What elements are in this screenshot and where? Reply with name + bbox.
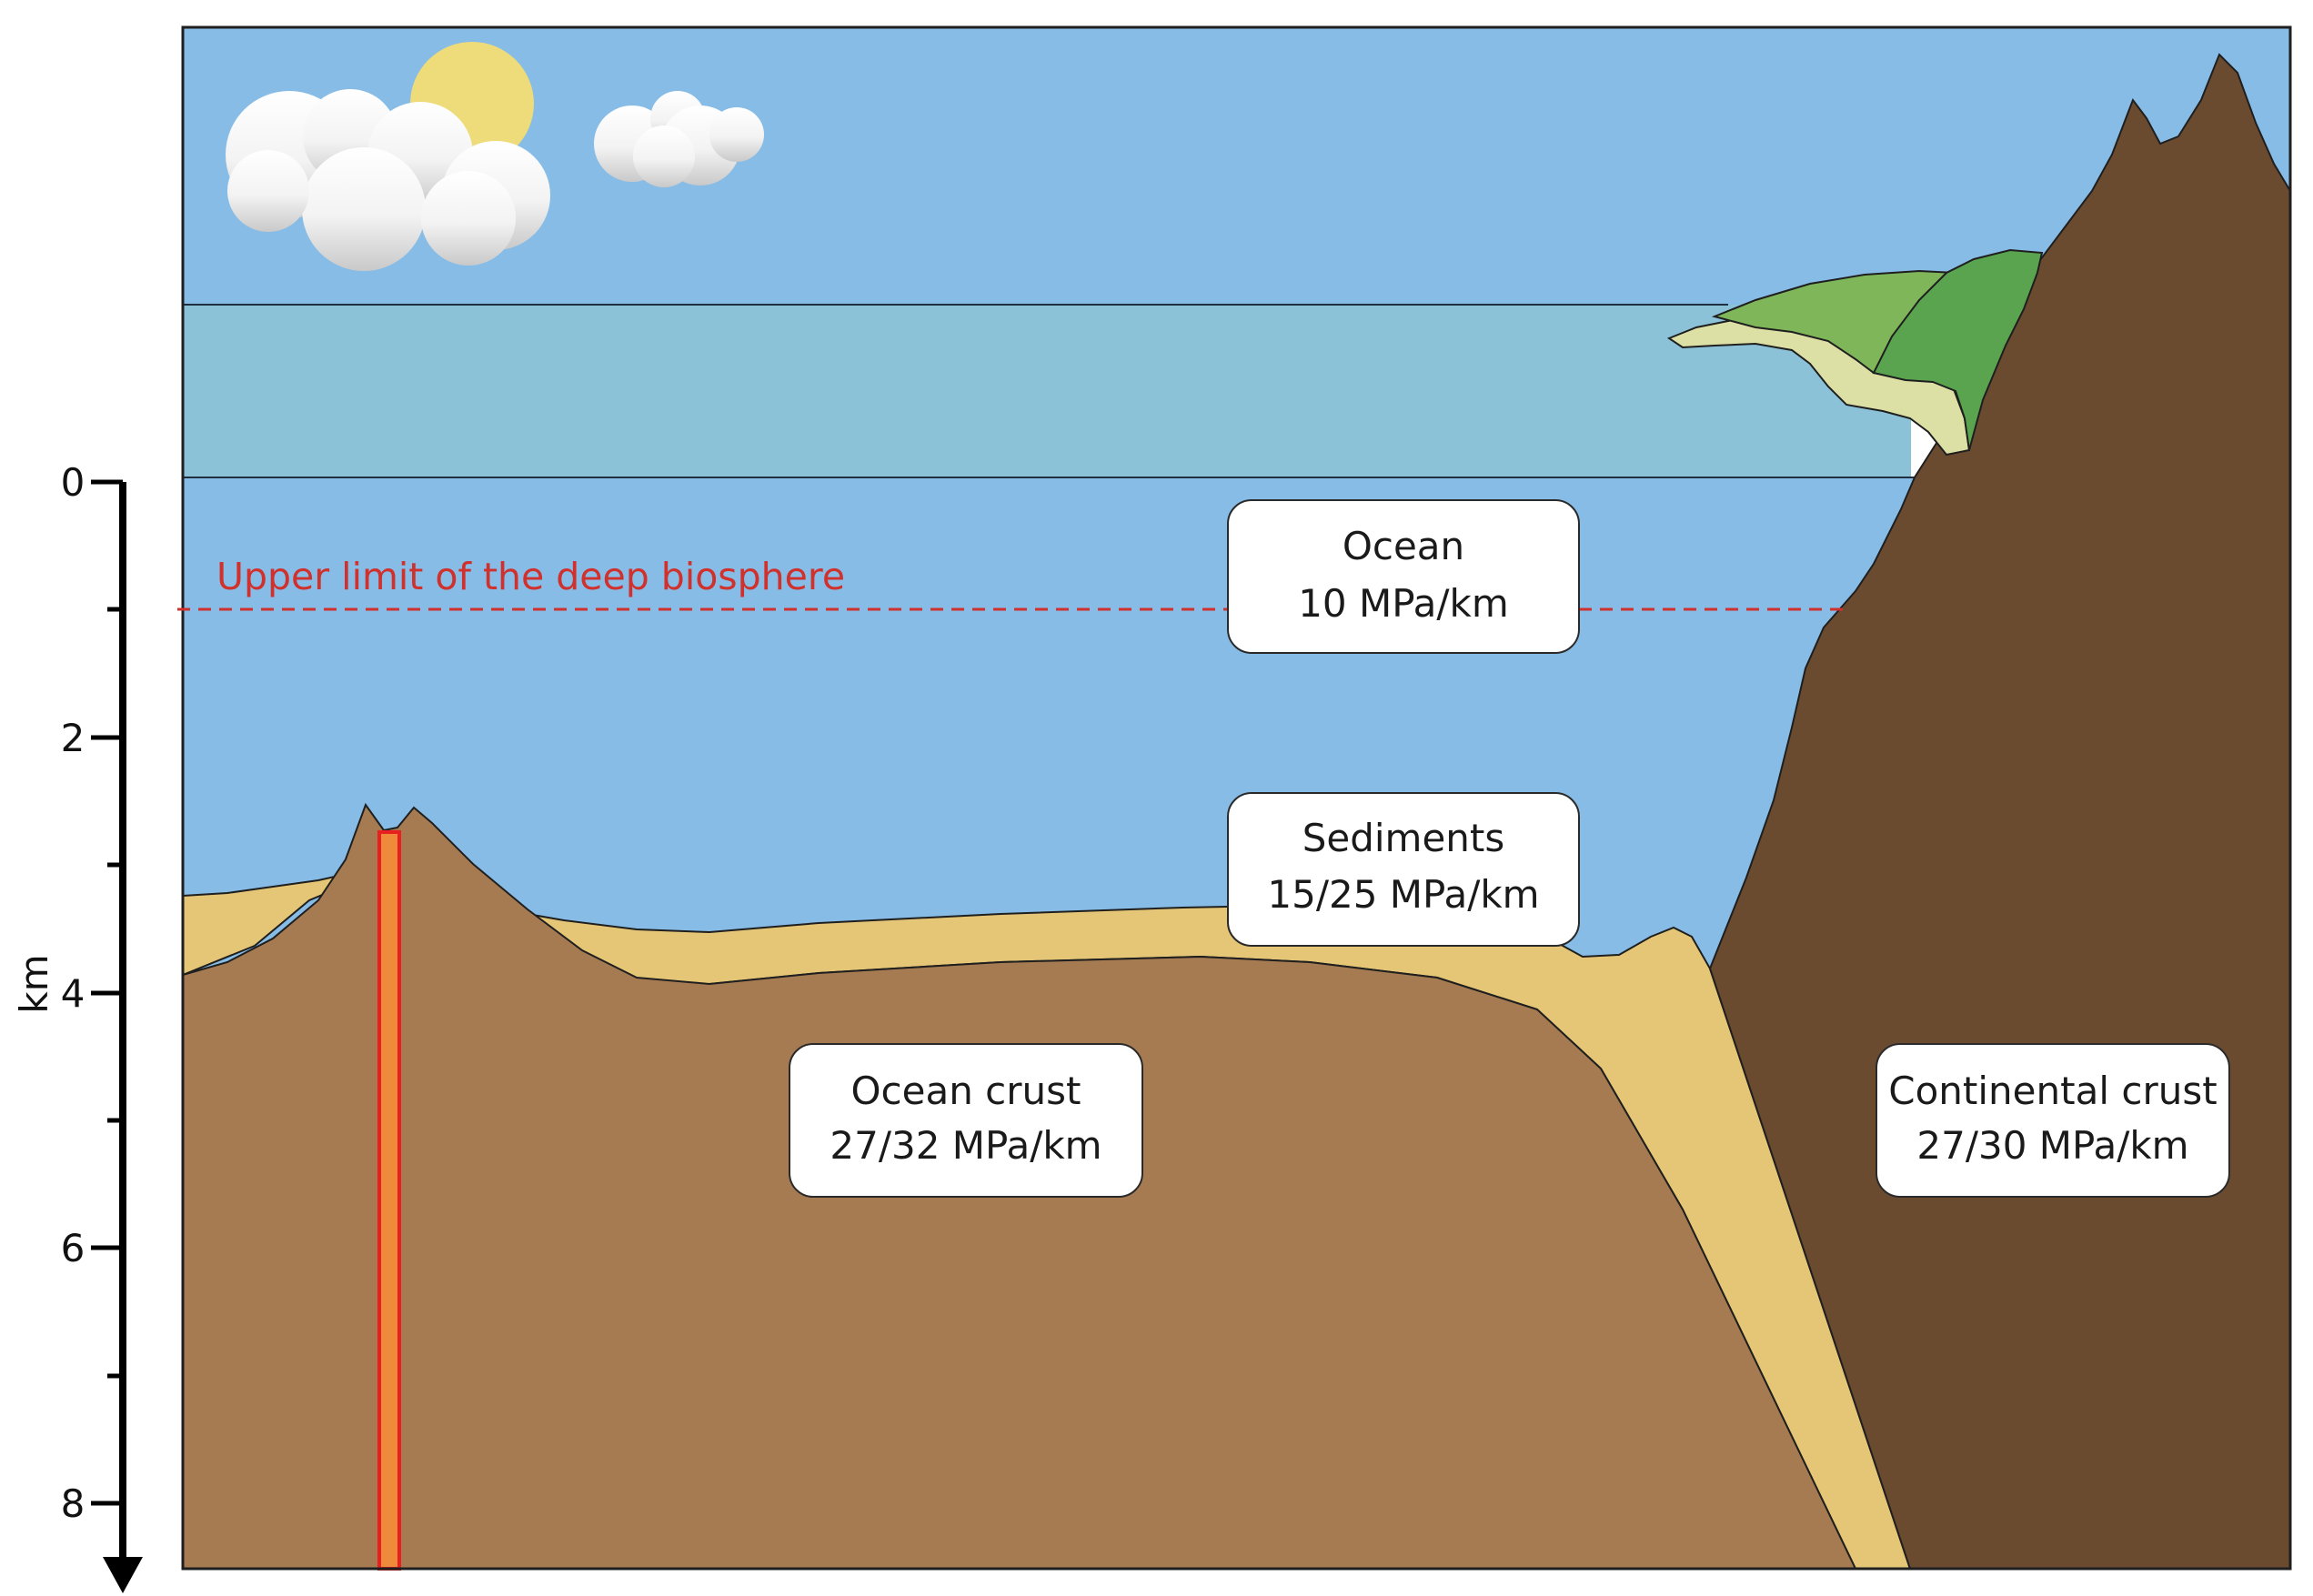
sediments-label-title: Sediments [1302,816,1505,860]
ocean-crust-label-value: 27/32 MPa/km [830,1123,1101,1168]
axis-tick-label: 6 [61,1226,85,1270]
cloud-icon [226,89,550,271]
sediments-label-box: Sediments 15/25 MPa/km [1227,792,1580,947]
ocean-label-title: Ocean [1343,524,1464,568]
ocean-label-box: Ocean 10 MPa/km [1227,499,1580,654]
vegetation-dark [1872,248,2044,451]
depth-axis: 0 2 4 6 8 km [12,460,143,1593]
sea-surface-band [183,305,1911,477]
axis-tick-label: 0 [61,460,85,505]
continental-crust-label-value: 27/30 MPa/km [1916,1123,2188,1168]
sediments-label-value: 15/25 MPa/km [1267,872,1539,917]
continental-crust-label-box: Continental crust 27/30 MPa/km [1876,1043,2230,1198]
axis-arrow-icon [103,1557,143,1593]
axis-tick-label: 2 [61,716,85,760]
axis-title: km [12,954,56,1013]
ocean-crust-label-title: Ocean crust [850,1069,1081,1113]
continental-crust-label-title: Continental crust [1888,1069,2217,1113]
axis-tick-label: 8 [61,1481,85,1526]
ocean-label-value: 10 MPa/km [1298,581,1509,626]
biosphere-label: Upper limit of the deep biosphere [216,555,845,598]
ocean-crust-label-box: Ocean crust 27/32 MPa/km [789,1043,1143,1198]
hydrothermal-vent [377,830,401,1571]
cloud-icon [594,91,764,187]
diagram-frame [181,25,2292,1571]
axis-tick-label: 4 [61,971,85,1016]
